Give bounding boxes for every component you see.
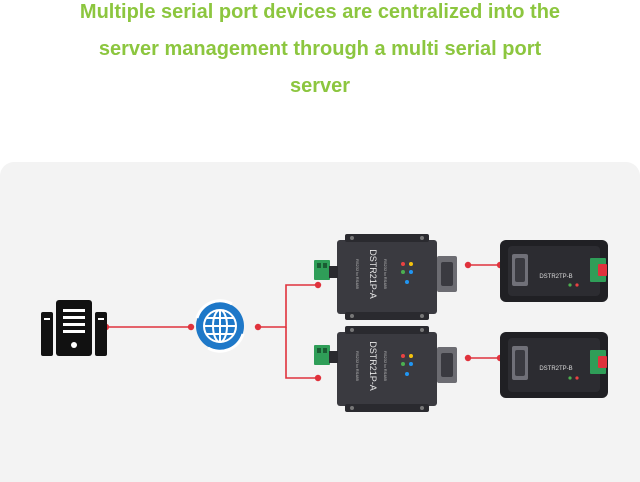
headline-line-1: Multiple serial port devices are central… <box>79 1 561 23</box>
connector-lines <box>106 264 500 379</box>
device-a-bottom-model-2: RS232 to RS485 <box>383 351 388 382</box>
device-a-bottom-model: RS232 to RS485 <box>355 351 360 382</box>
device-b-bottom-label: DSTR2TP-B <box>539 366 572 372</box>
server-rack-icon <box>41 300 107 356</box>
headline: Multiple serial port devices are central… <box>0 0 640 105</box>
headline-line-2: server management through a multi serial… <box>98 38 542 60</box>
device-a-top: DSTR21P-A RS232 to RS485 RS232 to RS485 <box>314 234 457 320</box>
globe-to-device-a1-line <box>258 284 318 328</box>
globe-to-device-a2-line <box>285 327 318 379</box>
device-a-top-label: DSTR21P-A <box>368 249 378 299</box>
headline-line-3: server <box>289 75 351 97</box>
device-a-top-model: RS232 to RS485 <box>355 259 360 290</box>
network-globe-icon <box>195 299 245 353</box>
device-a-top-model-2: RS232 to RS485 <box>383 259 388 290</box>
device-a-bottom-label: DSTR21P-A <box>368 341 378 391</box>
device-b-top: DSTR2TP-B <box>500 240 608 302</box>
device-b-top-label: DSTR2TP-B <box>539 274 572 280</box>
device-a-bottom: DSTR21P-A RS232 to RS485 RS232 to RS485 <box>314 326 457 412</box>
device-b-bottom: DSTR2TP-B <box>500 332 608 398</box>
